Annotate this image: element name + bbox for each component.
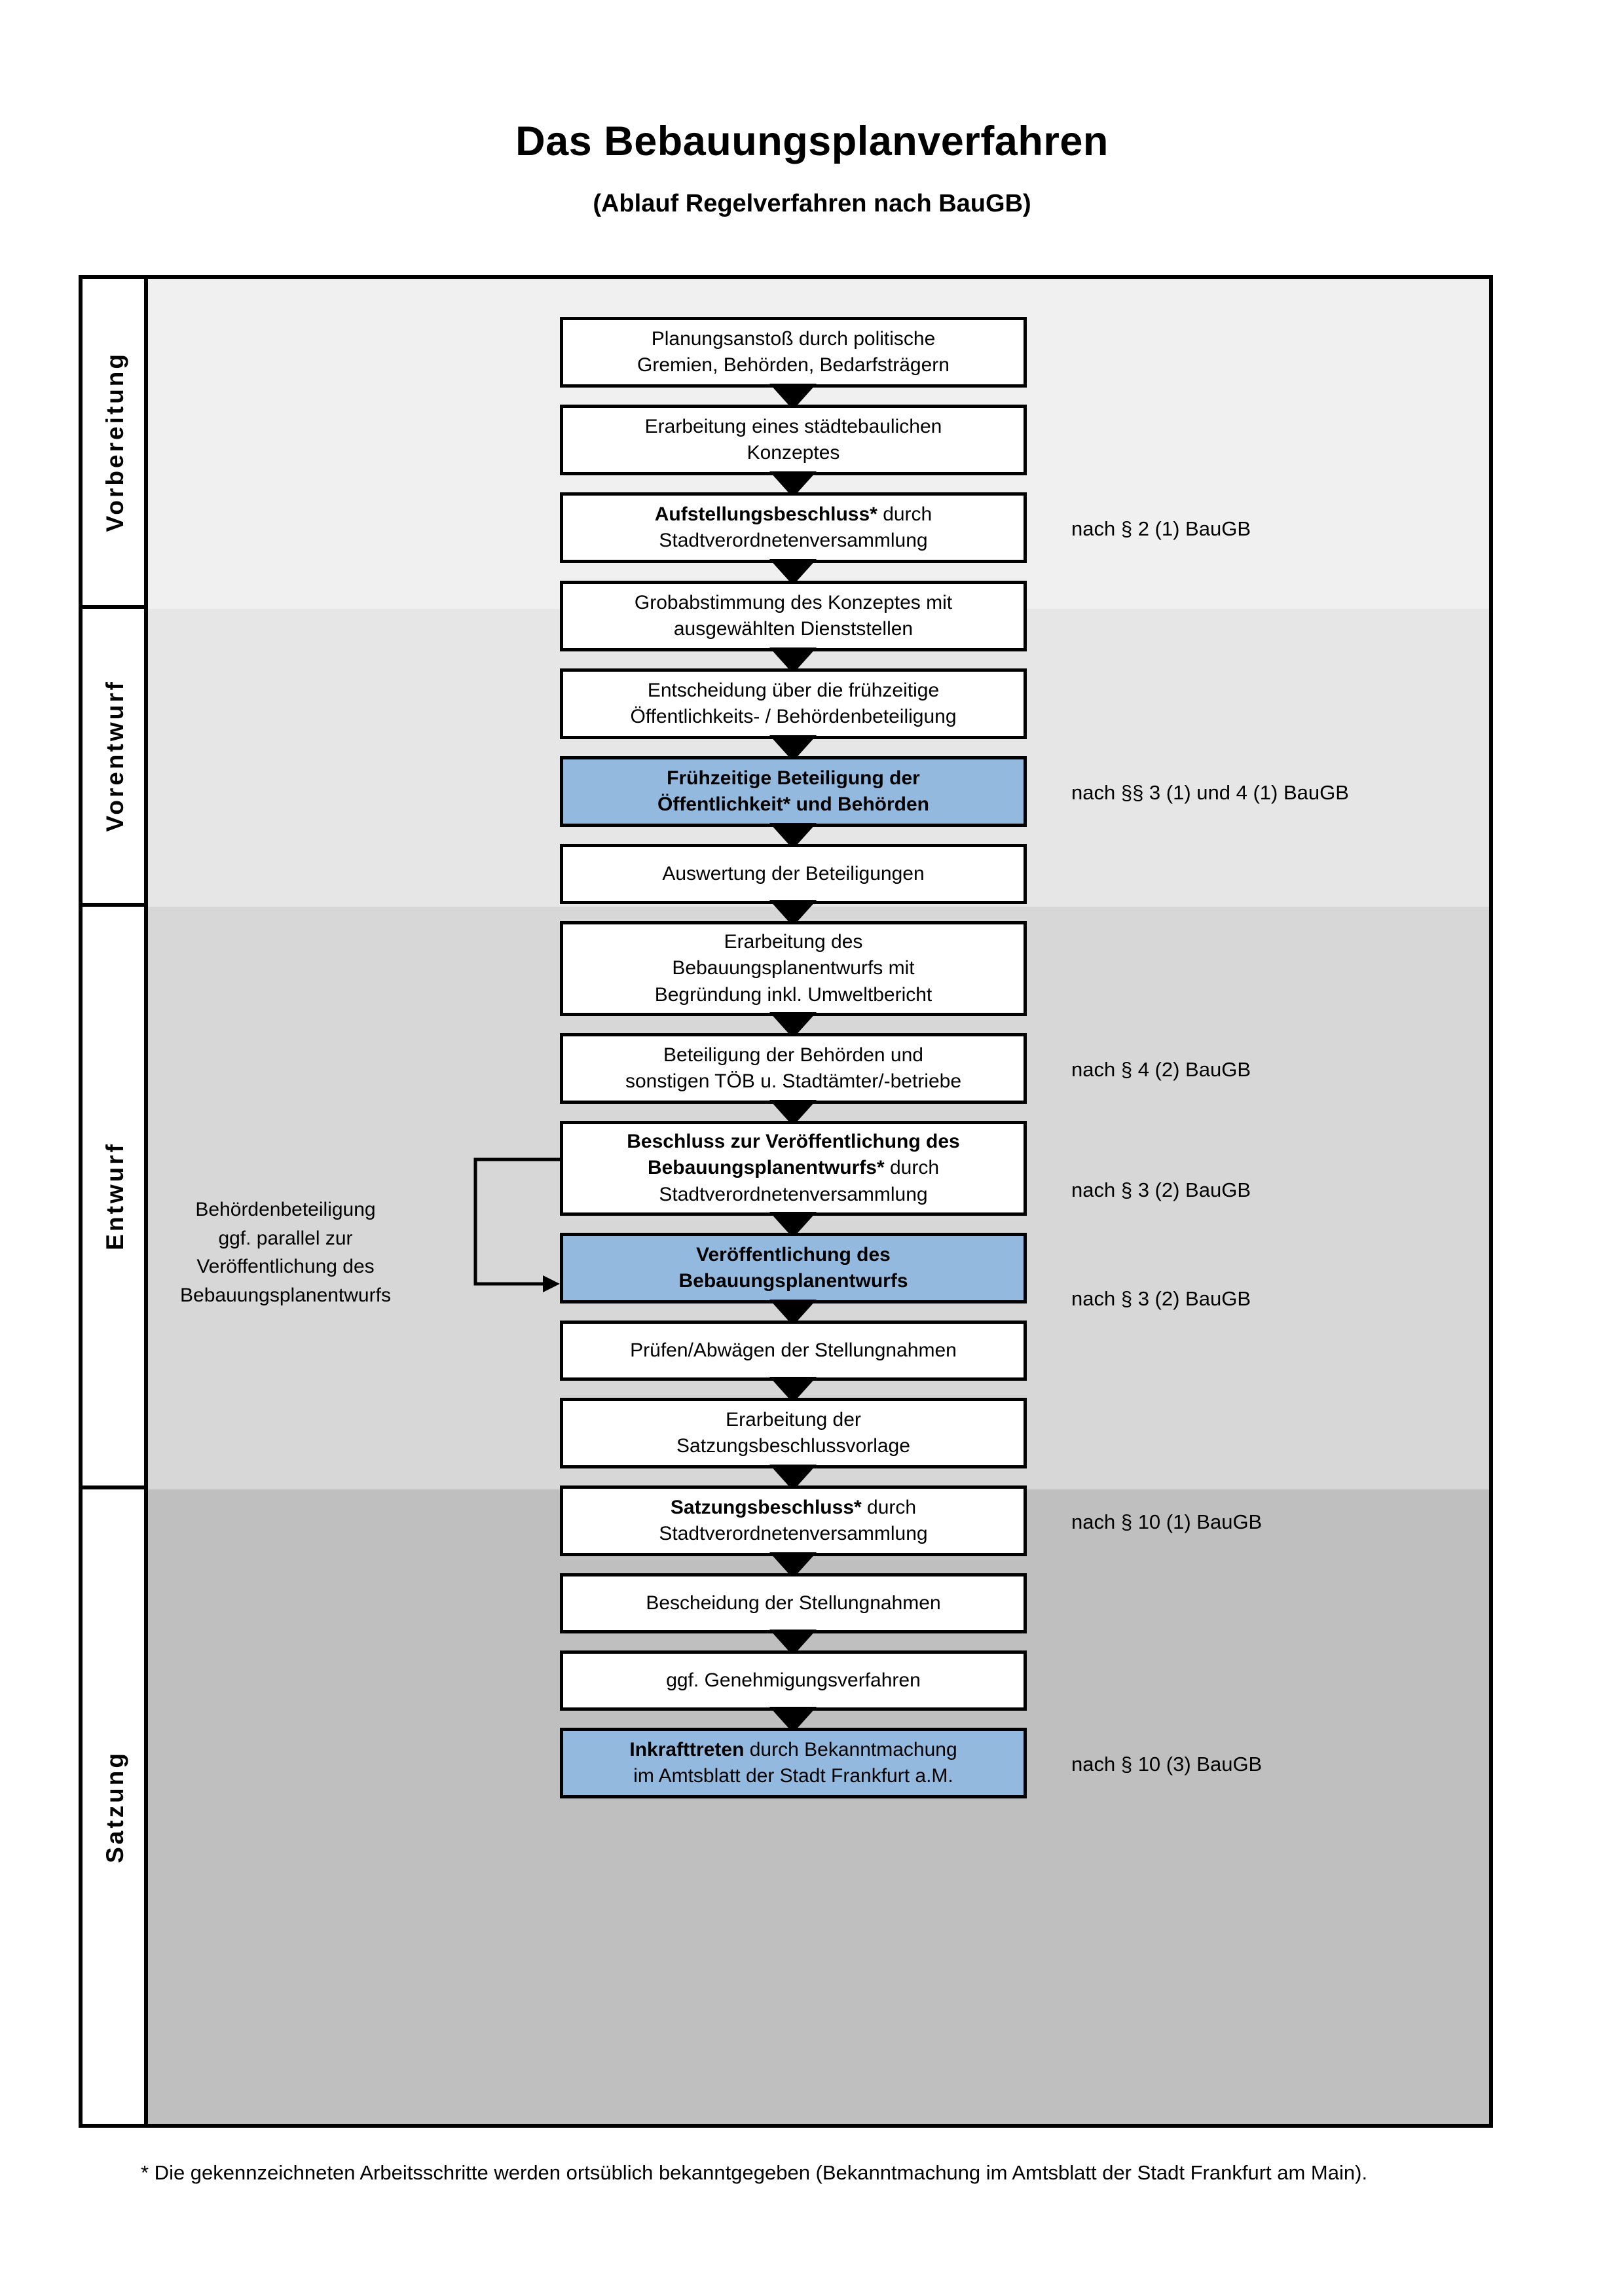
step-box-3[interactable]: Aufstellungsbeschluss* durch Stadtverord… (560, 492, 1027, 563)
step-line-2: Bebauungsplanentwurfs mit (672, 957, 915, 979)
legal-ref-2: nach §§ 3 (1) und 4 (1) BauGB (1071, 781, 1349, 804)
step-line-2-rest: durch (884, 1157, 940, 1179)
step-line-2: Gremien, Behörden, Bedarfsträgern (637, 354, 950, 376)
step-line-1: Erarbeitung eines städtebaulichen (644, 415, 942, 437)
step-box-16[interactable]: ggf. Genehmigungsverfahren (560, 1650, 1027, 1711)
step-box-10[interactable]: Beschluss zur Veröffentlichung des Bebau… (560, 1121, 1027, 1216)
page-title: Das Bebauungsplanverfahren (515, 118, 1109, 164)
phase-label-text: Satzung (101, 1750, 128, 1863)
step-line-2: Bebauungsplanentwurfs (678, 1270, 908, 1292)
step-box-8[interactable]: Erarbeitung des Bebauungsplanentwurfs mi… (560, 921, 1027, 1016)
legal-ref-5: nach § 3 (2) BauGB (1071, 1287, 1251, 1310)
step-box-6-highlight[interactable]: Frühzeitige Beteiligung der Öffentlichke… (560, 756, 1027, 827)
side-note-line-1: Behördenbeteiligung (195, 1199, 376, 1220)
step-line-2: im Amtsblatt der Stadt Frankfurt a.M. (633, 1765, 953, 1787)
phase-label-column: Vorbereitung Vorentwurf Entwurf Satzung (83, 279, 148, 2124)
step-box-14[interactable]: Satzungsbeschluss* durch Stadtverordnete… (560, 1485, 1027, 1556)
step-line-1-rest: durch (867, 1496, 917, 1518)
phase-label-entwurf: Entwurf (83, 907, 148, 1489)
step-line-2: Öffentlichkeits- / Behördenbeteiligung (630, 706, 957, 727)
step-line-1: Bescheidung der Stellungnahmen (646, 1592, 941, 1614)
phase-label-vorbereitung: Vorbereitung (83, 279, 148, 609)
step-line-1-rest: durch (883, 503, 932, 525)
step-line-1: Planungsanstoß durch politische (651, 327, 936, 350)
step-box-7[interactable]: Auswertung der Beteiligungen (560, 844, 1027, 904)
step-box-5[interactable]: Entscheidung über die frühzeitige Öffent… (560, 668, 1027, 739)
phase-label-text: Vorentwurf (101, 680, 128, 832)
step-box-12[interactable]: Prüfen/Abwägen der Stellungnahmen (560, 1321, 1027, 1381)
step-line-1-rest: durch Bekanntmachung (749, 1738, 957, 1760)
step-line-1: Inkrafttreten (629, 1738, 745, 1760)
step-line-1: ggf. Genehmigungsverfahren (666, 1669, 921, 1691)
step-line-1: Beschluss zur Veröffentlichung des (627, 1130, 960, 1152)
page-subtitle: (Ablauf Regelverfahren nach BauGB) (593, 190, 1031, 218)
step-line-1: Aufstellungsbeschluss* (654, 503, 877, 525)
step-line-2: Öffentlichkeit* und Behörden (657, 793, 930, 815)
legal-ref-7: nach § 10 (3) BauGB (1071, 1753, 1263, 1776)
step-line-1: Prüfen/Abwägen der Stellungnahmen (630, 1339, 957, 1361)
step-box-13[interactable]: Erarbeitung der Satzungsbeschlussvorlage (560, 1398, 1027, 1468)
step-line-1: Entscheidung über die frühzeitige (647, 679, 940, 701)
side-note-line-2: ggf. parallel zur (218, 1227, 353, 1249)
step-line-1: Satzungsbeschluss* (670, 1496, 862, 1518)
step-box-11-highlight[interactable]: Veröffentlichung des Bebauungsplanentwur… (560, 1233, 1027, 1303)
step-line-1: Erarbeitung des (724, 930, 863, 953)
step-box-17-highlight[interactable]: Inkrafttreten durch Bekanntmachung im Am… (560, 1728, 1027, 1798)
phase-label-text: Vorbereitung (101, 352, 128, 532)
side-note-line-3: Veröffentlichung des (196, 1256, 375, 1277)
step-line-1: Erarbeitung der (726, 1408, 861, 1430)
step-line-2: Bebauungsplanentwurfs* (647, 1157, 885, 1179)
side-note-behoerdenbeteiligung: Behördenbeteiligung ggf. parallel zur Ve… (148, 1195, 423, 1309)
step-line-1: Veröffentlichung des (696, 1243, 891, 1266)
step-line-2: ausgewählten Dienststellen (673, 618, 913, 640)
flowchart-frame: Vorbereitung Vorentwurf Entwurf Satzung … (79, 275, 1493, 2128)
phase-label-vorentwurf: Vorentwurf (83, 609, 148, 907)
step-box-9[interactable]: Beteiligung der Behörden und sonstigen T… (560, 1033, 1027, 1104)
step-line-2: Stadtverordnetenversammlung (659, 1523, 928, 1544)
footnote: * Die gekennzeichneten Arbeitsschritte w… (141, 2161, 1368, 2184)
step-line-3: Begründung inkl. Umweltbericht (654, 983, 932, 1006)
title-block: Das Bebauungsplanverfahren (Ablauf Regel… (0, 118, 1624, 218)
phase-label-text: Entwurf (101, 1142, 128, 1250)
step-line-2: Konzeptes (747, 442, 840, 464)
step-line-2: Stadtverordnetenversammlung (659, 530, 928, 551)
step-line-2: Satzungsbeschlussvorlage (676, 1435, 910, 1457)
side-note-line-4: Bebauungsplanentwurfs (180, 1284, 391, 1306)
step-box-1[interactable]: Planungsanstoß durch politische Gremien,… (560, 317, 1027, 388)
phase-label-satzung: Satzung (83, 1489, 148, 2124)
legal-ref-3: nach § 4 (2) BauGB (1071, 1058, 1251, 1081)
legal-ref-1: nach § 2 (1) BauGB (1071, 517, 1251, 540)
step-box-2[interactable]: Erarbeitung eines städtebaulichen Konzep… (560, 405, 1027, 475)
step-line-2: sonstigen TÖB u. Stadtämter/-betriebe (625, 1070, 962, 1092)
step-line-1: Grobabstimmung des Konzeptes mit (634, 591, 953, 613)
step-line-1: Auswertung der Beteiligungen (662, 862, 925, 884)
legal-ref-4: nach § 3 (2) BauGB (1071, 1178, 1251, 1201)
step-box-15[interactable]: Bescheidung der Stellungnahmen (560, 1573, 1027, 1633)
step-line-1: Beteiligung der Behörden und (663, 1044, 923, 1066)
step-line-3: Stadtverordnetenversammlung (659, 1183, 928, 1205)
step-line-1: Frühzeitige Beteiligung der (667, 767, 920, 789)
step-box-4[interactable]: Grobabstimmung des Konzeptes mit ausgewä… (560, 581, 1027, 651)
legal-ref-6: nach § 10 (1) BauGB (1071, 1510, 1263, 1533)
